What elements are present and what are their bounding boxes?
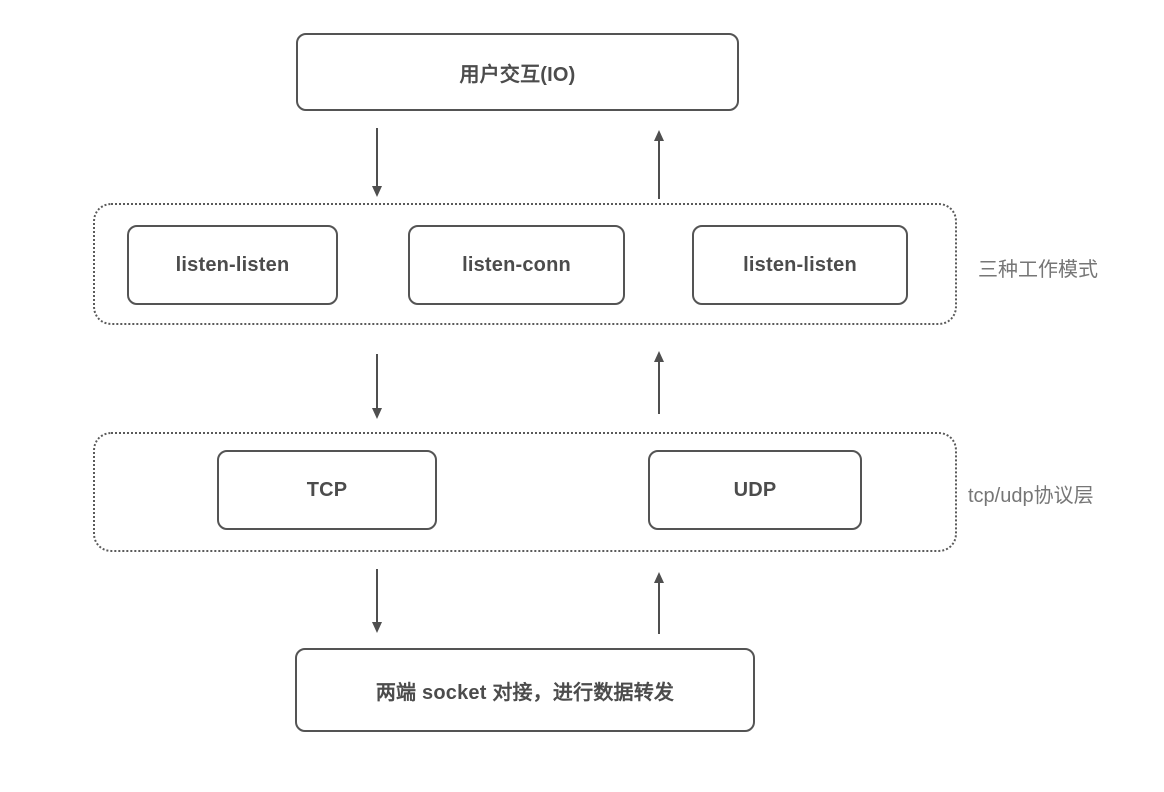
group-work-modes	[93, 203, 957, 325]
node-tcp: TCP	[217, 450, 437, 530]
node-user-io: 用户交互(IO)	[296, 33, 739, 111]
node-user-io-label: 用户交互(IO)	[459, 63, 576, 86]
arrow-down-icon	[371, 128, 382, 197]
label-protocol-layer: tcp/udp协议层	[968, 485, 1094, 507]
arrow-down-icon	[371, 569, 382, 633]
node-listen-conn-label: listen-conn	[462, 253, 571, 276]
node-udp: UDP	[648, 450, 862, 530]
label-work-modes: 三种工作模式	[978, 259, 1098, 281]
node-tcp-label: TCP	[306, 478, 348, 501]
arrow-up-icon	[653, 351, 664, 414]
arrow-up-icon	[653, 130, 664, 199]
arrow-down-icon	[371, 354, 382, 419]
node-listen-listen-2: listen-listen	[692, 225, 908, 305]
node-socket-forward-label: 两端 socket 对接，进行数据转发	[375, 681, 675, 704]
node-socket-forward: 两端 socket 对接，进行数据转发	[295, 648, 755, 732]
node-listen-listen-1-label: listen-listen	[175, 253, 290, 276]
arrow-up-icon	[653, 572, 664, 634]
node-udp-label: UDP	[733, 478, 777, 501]
group-protocol-layer	[93, 432, 957, 552]
node-listen-listen-2-label: listen-listen	[743, 253, 857, 276]
node-listen-conn: listen-conn	[408, 225, 625, 305]
node-listen-listen-1: listen-listen	[127, 225, 338, 305]
